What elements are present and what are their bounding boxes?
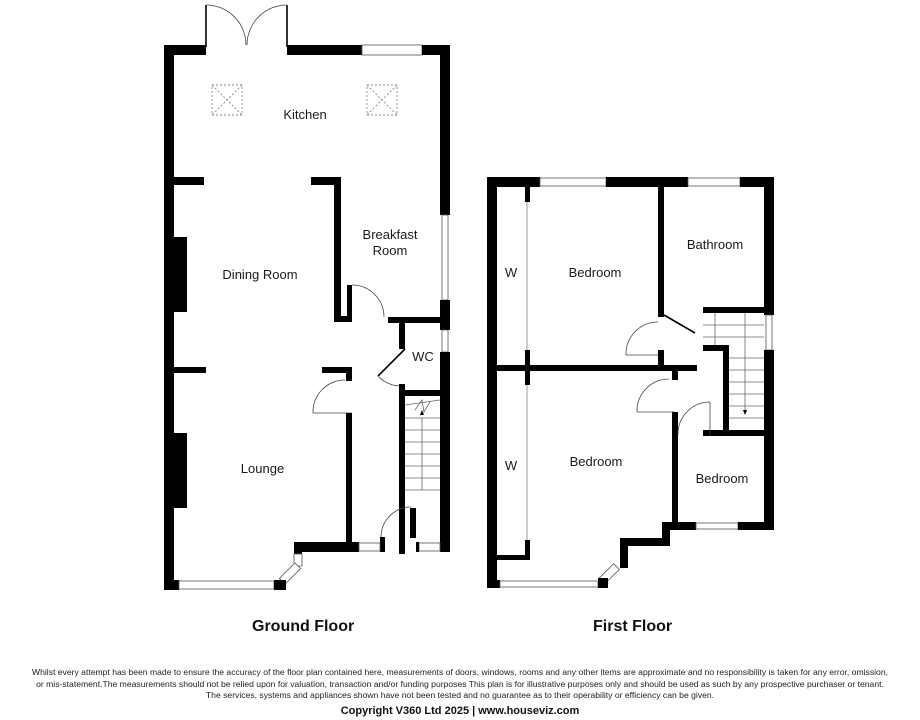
room-label-wardrobe-upper: W bbox=[504, 265, 518, 280]
room-label-kitchen: Kitchen bbox=[283, 107, 327, 122]
copyright-text: Copyright V360 Ltd 2025 | www.houseviz.c… bbox=[340, 705, 580, 717]
room-label-lounge: Lounge bbox=[240, 461, 285, 476]
french-doors bbox=[205, 4, 288, 47]
room-label-bedroom-2: Bedroom bbox=[569, 454, 623, 469]
room-label-bedroom-3: Bedroom bbox=[695, 471, 749, 486]
room-label-breakfast-room: Breakfast Room bbox=[362, 227, 418, 258]
disclaimer-text: Whilst every attempt has been made to en… bbox=[0, 667, 920, 702]
disclaimer-line-1: Whilst every attempt has been made to en… bbox=[32, 667, 888, 677]
room-label-wc: WC bbox=[412, 349, 434, 364]
floor-title-ground: Ground Floor bbox=[252, 618, 355, 635]
floor-title-first: First Floor bbox=[593, 618, 673, 635]
room-label-wardrobe-lower: W bbox=[504, 458, 518, 473]
ground-floor-plan bbox=[164, 4, 450, 590]
room-label-bedroom-1: Bedroom bbox=[568, 265, 622, 280]
staircase-ground bbox=[404, 398, 441, 491]
disclaimer-line-2: or mis-statement.The measurements should… bbox=[36, 678, 884, 689]
staircase-first bbox=[703, 313, 764, 419]
first-floor-plan bbox=[487, 177, 774, 588]
room-label-dining-room: Dining Room bbox=[222, 267, 298, 282]
disclaimer-line-3: The services, systems and appliances sho… bbox=[205, 690, 715, 700]
room-label-bathroom: Bathroom bbox=[686, 237, 744, 252]
